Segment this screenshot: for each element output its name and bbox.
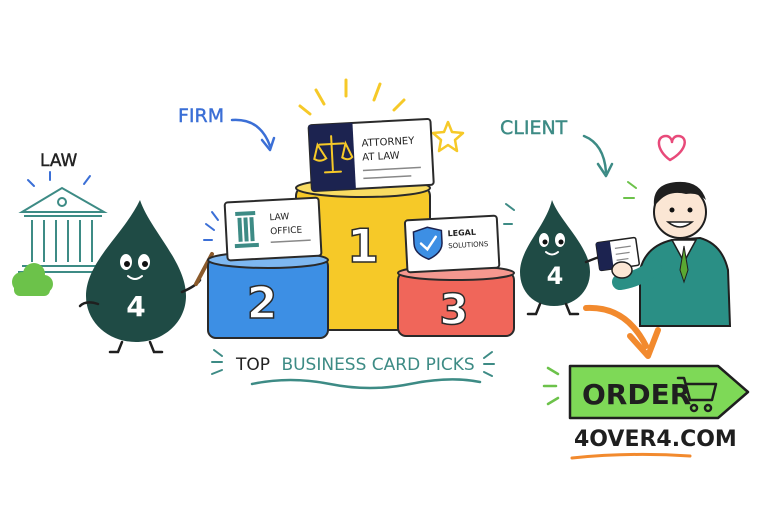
svg-text:TOP BUSINESS CARD PICKS: TOP BUSINESS CARD PICKS xyxy=(235,355,475,375)
podium-first: 1 xyxy=(295,178,431,331)
website-group: 4OVER4.COM xyxy=(570,427,737,460)
sparkle-lines-top xyxy=(298,78,406,116)
podium-third-rank: 3 xyxy=(439,285,468,334)
heart-icon xyxy=(657,134,686,162)
card-law-office-line2: OFFICE xyxy=(270,226,303,238)
client-arrow-icon xyxy=(582,134,608,174)
star-icon xyxy=(431,120,465,153)
order-button[interactable]: ORDER xyxy=(542,364,750,420)
card-legal-line2: SOLUTIONS xyxy=(448,240,489,250)
shield-check-icon xyxy=(412,226,443,261)
caption-group: TOP BUSINESS CARD PICKS xyxy=(211,349,495,390)
card-attorney: ATTORNEY AT LAW xyxy=(307,118,435,192)
firm-label: FIRM xyxy=(178,105,224,127)
cart-icon xyxy=(676,376,718,413)
podium-first-rank: 1 xyxy=(347,219,379,273)
card-attorney-line1: ATTORNEY xyxy=(361,136,415,150)
client-hair xyxy=(653,181,706,206)
caption-top: TOP xyxy=(235,355,270,375)
firm-arrow-icon xyxy=(230,118,272,148)
client-arm xyxy=(612,260,662,290)
card-law-office-line1: LAW xyxy=(269,212,289,223)
left-mascot-eyes xyxy=(120,254,150,270)
website-label: 4OVER4.COM xyxy=(574,427,737,452)
courthouse-icon xyxy=(18,186,108,273)
client-group: CLIENT xyxy=(500,117,614,178)
left-mascot-number: 4 xyxy=(126,290,145,323)
bush-icon xyxy=(12,263,53,296)
law-label: LAW xyxy=(40,151,78,171)
podium-second: 2 xyxy=(207,251,329,339)
card-attorney-line2: AT LAW xyxy=(362,151,400,164)
sparkle-lines-second xyxy=(203,211,219,241)
card-legal-line1: LEGAL xyxy=(447,228,476,238)
sparkle-lines-law xyxy=(27,171,91,187)
right-mascot: 4 xyxy=(503,200,604,316)
scales-icon xyxy=(313,135,354,174)
client-suit xyxy=(639,236,732,327)
caption-underline xyxy=(250,378,482,390)
card-law-office: LAW OFFICE xyxy=(223,196,323,262)
order-button-label: ORDER xyxy=(582,378,691,411)
firm-group: FIRM xyxy=(178,105,276,152)
right-mascot-eyes xyxy=(539,233,565,247)
orange-arrow-icon xyxy=(583,304,649,349)
podium-second-rank: 2 xyxy=(247,278,278,329)
podium-third: 3 xyxy=(397,265,515,337)
caption-rest: BUSINESS CARD PICKS xyxy=(281,355,474,375)
right-mascot-number: 4 xyxy=(547,262,564,290)
website-underline xyxy=(570,452,692,460)
client-label: CLIENT xyxy=(500,117,568,139)
card-legal-solutions: LEGAL SOLUTIONS xyxy=(403,214,501,274)
podium: 1 ATTORNEY AT LAW 2 xyxy=(207,118,515,339)
left-mascot: 4 xyxy=(78,200,214,354)
column-icon xyxy=(234,210,259,249)
client-person xyxy=(595,181,732,327)
left-mascot-body xyxy=(86,200,186,342)
